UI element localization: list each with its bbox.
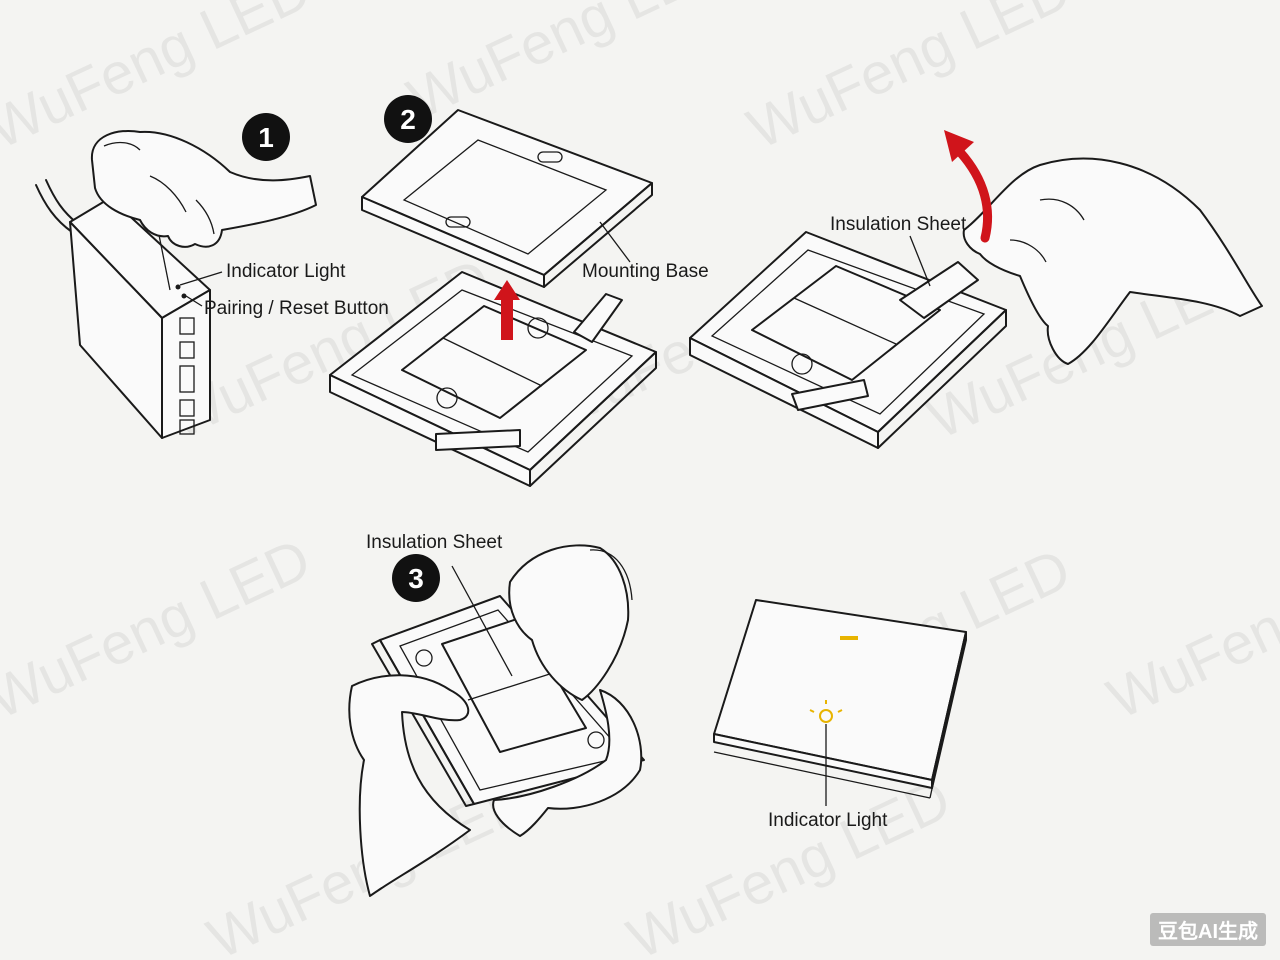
hand bbox=[962, 157, 1263, 365]
screw-hole bbox=[415, 649, 433, 667]
switch-side bbox=[529, 351, 657, 487]
switch-frame bbox=[350, 289, 634, 453]
label-indicator-light-2: Indicator Light bbox=[768, 810, 888, 831]
step2-illustration bbox=[329, 109, 657, 487]
step1-badge bbox=[242, 113, 290, 161]
watermark-text: WuFeng LED bbox=[0, 526, 320, 732]
screw-hole bbox=[436, 387, 458, 409]
indicator-strip bbox=[840, 636, 858, 640]
switch-side bbox=[877, 309, 1007, 449]
step3-illustration bbox=[348, 544, 645, 897]
indicator-light-icon bbox=[819, 709, 833, 723]
finger-lines bbox=[589, 549, 633, 601]
step2-number: 2 bbox=[400, 104, 416, 135]
ai-generated-badge: 豆包AI生成 bbox=[1150, 913, 1266, 946]
leader-line bbox=[451, 565, 513, 677]
lift-arrow bbox=[494, 280, 520, 340]
frame-line bbox=[929, 649, 963, 799]
step3-number: 3 bbox=[408, 563, 424, 594]
port bbox=[179, 419, 195, 435]
label-insulation-sheet-2: Insulation Sheet bbox=[366, 532, 503, 553]
insulation-sheet bbox=[899, 261, 979, 319]
watermark-text: WuFeng LED bbox=[618, 766, 960, 960]
label-insulation-sheet-1: Insulation Sheet bbox=[830, 214, 967, 235]
power-cable bbox=[35, 184, 73, 233]
finished-switch-illustration bbox=[713, 599, 967, 806]
port bbox=[179, 341, 195, 359]
hand bbox=[508, 544, 630, 701]
indicator-dot bbox=[175, 284, 181, 290]
leader-line bbox=[179, 271, 223, 286]
button-panel bbox=[401, 305, 587, 419]
label-pairing-reset: Pairing / Reset Button bbox=[204, 298, 389, 319]
controller-side bbox=[161, 289, 211, 439]
mounting-base-window bbox=[402, 139, 608, 255]
watermark-text: WuFeng LED bbox=[1098, 526, 1280, 732]
finger-lines bbox=[1009, 198, 1085, 263]
pull-arrow bbox=[955, 147, 992, 243]
step2-badge bbox=[384, 95, 432, 143]
screw-hole bbox=[527, 317, 549, 339]
slot bbox=[537, 151, 563, 163]
finger-lines bbox=[103, 141, 215, 235]
hand bbox=[90, 130, 317, 248]
button-divider bbox=[467, 671, 557, 701]
button-panel bbox=[751, 265, 941, 381]
insulation-tab bbox=[435, 429, 521, 451]
leader-line bbox=[185, 295, 203, 307]
watermark-text: WuFeng LED bbox=[738, 0, 1080, 162]
indicator-ray bbox=[809, 709, 815, 713]
leader-line bbox=[599, 221, 631, 263]
insulation-tab bbox=[573, 293, 623, 343]
power-cable bbox=[45, 179, 79, 225]
step3-badge bbox=[392, 554, 440, 602]
reset-dot bbox=[181, 293, 187, 299]
switch-face bbox=[713, 599, 967, 781]
slot bbox=[445, 216, 471, 228]
insulation-tab bbox=[791, 379, 869, 411]
button-divider bbox=[442, 337, 543, 387]
button-divider bbox=[793, 297, 897, 345]
mounting-base-edge bbox=[543, 182, 653, 288]
pull-arrow-head bbox=[944, 130, 974, 162]
frame-line bbox=[713, 751, 931, 799]
port bbox=[179, 365, 195, 393]
screw-hole bbox=[587, 731, 605, 749]
leader-line bbox=[909, 235, 931, 287]
switch-panel-edge bbox=[371, 639, 475, 807]
step1-illustration bbox=[35, 130, 317, 439]
hand bbox=[348, 674, 471, 897]
watermark-text: WuFeng LED bbox=[398, 0, 740, 132]
label-indicator-light-1: Indicator Light bbox=[226, 261, 346, 282]
port bbox=[179, 317, 195, 335]
indicator-ray bbox=[837, 709, 843, 713]
pull-sheet-illustration bbox=[689, 130, 1263, 449]
hand bbox=[492, 689, 643, 837]
step1-number: 1 bbox=[258, 122, 274, 153]
label-mounting-base: Mounting Base bbox=[582, 261, 709, 282]
port bbox=[179, 399, 195, 417]
screw-hole bbox=[791, 353, 813, 375]
